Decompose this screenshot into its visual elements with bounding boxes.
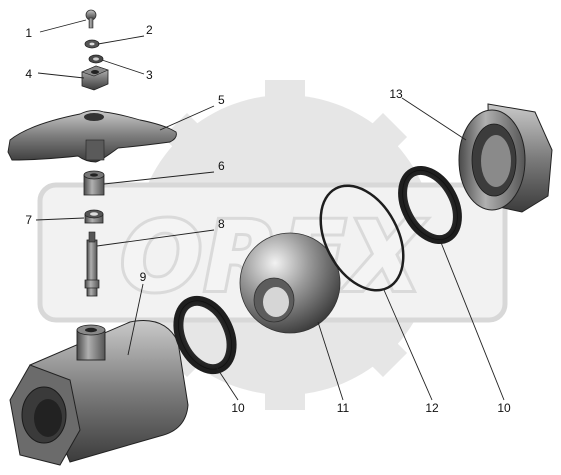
label-part-13: 13 [389, 87, 403, 101]
seal-ring-icon [398, 165, 462, 245]
label-part-11: 11 [337, 401, 350, 415]
ring-icon [88, 54, 104, 64]
stem-icon [84, 231, 100, 297]
label-part-9: 9 [140, 270, 147, 284]
bolt-icon [85, 9, 97, 29]
ring-icon [84, 209, 104, 224]
seal-ring-icon [173, 295, 237, 375]
label-part-8: 8 [218, 217, 225, 231]
leader-lines [35, 19, 505, 401]
end-fitting-icon [458, 103, 553, 213]
label-part-2: 2 [146, 23, 153, 37]
nut-icon [81, 65, 109, 91]
washer-icon [84, 39, 100, 49]
label-part-3: 3 [146, 68, 153, 82]
label-part-5: 5 [218, 93, 225, 107]
label-part-7: 7 [25, 213, 32, 227]
label-part-4: 4 [25, 67, 32, 81]
label-part-10-left: 10 [231, 401, 245, 415]
label-part-6: 6 [218, 159, 225, 173]
bushing-icon [83, 170, 105, 196]
callout-labels: 1 2 3 4 5 6 7 8 9 10 11 12 10 13 [25, 23, 511, 415]
label-part-12: 12 [425, 401, 439, 415]
label-part-1: 1 [25, 26, 32, 40]
valve-body-icon [9, 320, 189, 466]
label-part-10-right: 10 [497, 401, 511, 415]
handle-icon [7, 109, 177, 163]
ball-icon [239, 232, 341, 334]
o-ring-icon [319, 184, 405, 292]
